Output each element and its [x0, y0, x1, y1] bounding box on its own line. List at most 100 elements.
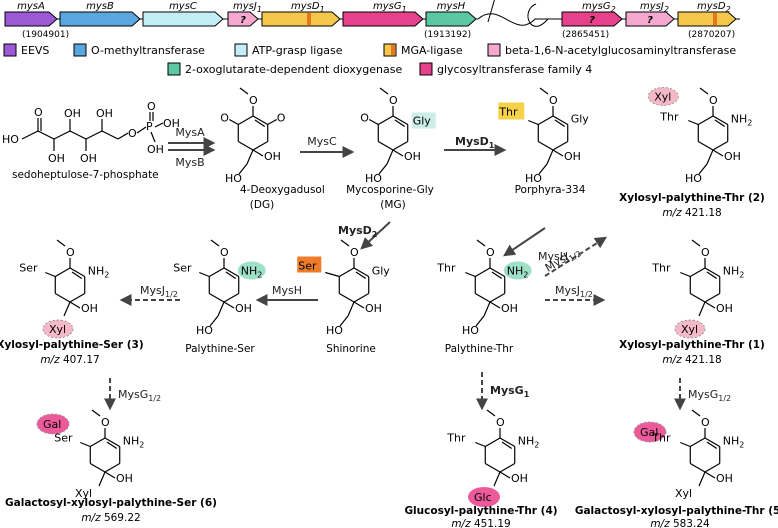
gene-label-mysG2-main: mysG: [582, 1, 611, 12]
ester-oxygen: O: [128, 127, 137, 140]
enzyme-mysG1-main: MysG: [490, 384, 524, 397]
ring-bond: [704, 462, 721, 473]
ester-bond: [117, 132, 129, 140]
enzyme-mysG-thr: MysG1/2: [688, 388, 731, 403]
enzyme-mysD2-sub: 2: [372, 230, 378, 239]
hydroxyl-label: OH: [716, 302, 733, 315]
ring-bond: [237, 140, 254, 151]
methoxy-oxygen: O: [549, 94, 558, 107]
mz-value: 583.24: [673, 518, 710, 528]
ring-bond: [89, 462, 106, 473]
gene-label-mysG2: mysG2: [582, 1, 616, 14]
ch2oh-bond: [339, 315, 349, 327]
enzyme-mysJ-thr1-sub: 1/2: [580, 290, 593, 299]
enzyme-mysG-ser-sub: 1/2: [148, 394, 161, 403]
ring-bond: [208, 267, 225, 278]
legend-swatch-atp: [234, 43, 248, 57]
methyl-bond: [379, 87, 389, 95]
amine-label-main: NH: [518, 435, 535, 448]
gene-arrow-mysB: [59, 11, 141, 27]
enzyme-mysH-thr: MysH: [538, 250, 568, 263]
methoxy-oxygen: O: [486, 246, 495, 259]
hydroxyl-label: OH: [264, 150, 281, 163]
amine-label-sub: 2: [257, 271, 262, 280]
gene-label-mysD1-main: mysD: [291, 1, 320, 12]
ring-bond: [69, 267, 86, 278]
enzyme-mysH-ser: MysH: [272, 284, 302, 297]
ring-bond: [704, 437, 721, 448]
mz-prefix: m/z: [81, 512, 104, 524]
enzyme-mysJ-thr2-sub: 1/2: [567, 249, 583, 263]
mz-gxps: m/z 569.22: [81, 512, 140, 524]
c-oh-bond: [704, 301, 716, 309]
hydroxyl-label: OH: [716, 472, 733, 485]
gal-label: Gal: [640, 426, 658, 439]
c-oh-bond: [712, 149, 724, 157]
biosynthesis-scheme: HOOOHOHOHOHOPOOHOHsedoheptulose-7-phosph…: [0, 87, 778, 528]
legend-mga-stripe: [391, 45, 395, 55]
chain-hydroxyl: OH: [80, 152, 97, 165]
gene-label-mysG1-main: mysG: [373, 1, 402, 12]
gene-label-mysA: mysA: [17, 1, 45, 12]
gene-label-mysJ2-main: mysJ: [640, 1, 664, 12]
imine-bond: [680, 271, 691, 278]
legend-swatch-oxog: [167, 62, 181, 76]
xyl-label: Xyl: [654, 91, 671, 104]
label-gxps: Galactosyl-xylosyl-palythine-Ser (6): [5, 497, 217, 509]
gal-label: Gal: [43, 418, 61, 431]
ring-bond: [377, 140, 394, 151]
ch2oh-bond: [475, 315, 485, 327]
ring-bond: [252, 140, 269, 151]
ch2-bond: [246, 149, 254, 165]
gene-label-mysD2-main: mysD: [697, 1, 726, 12]
imine-bond: [199, 271, 210, 278]
amine-label-main: NH: [88, 265, 105, 278]
arrow-mysD2: [360, 221, 391, 250]
ring-bond: [353, 292, 370, 303]
glc-label: Glc: [474, 491, 492, 504]
mz-prefix: m/z: [650, 518, 673, 528]
ch2-bond: [493, 471, 501, 487]
label-mg-abbr: (MG): [380, 199, 405, 211]
xyl-sugar: [674, 319, 706, 339]
ch2oh-bond: [238, 163, 248, 175]
ch2-bond: [98, 471, 106, 487]
phosphorus: P: [146, 120, 153, 133]
label-dg-abbr: (DG): [250, 199, 274, 211]
label-gpt: Glucosyl-palythine-Thr (4): [404, 505, 557, 517]
break-mark: [487, 0, 495, 23]
ch2oh-bond: [209, 315, 219, 327]
gly-substituent: Gly: [372, 265, 391, 278]
ring-double-bond: [706, 441, 718, 449]
imine-bond: [680, 441, 691, 448]
gly-substituent: Gly: [413, 115, 432, 128]
gene-arrow-mysH: [425, 11, 477, 27]
amine-label-sub: 2: [139, 441, 144, 450]
gene-arrow-mysA: [4, 11, 58, 27]
c-oh-bond: [104, 471, 116, 479]
gene-label-mysD2: mysD2: [697, 1, 731, 14]
mz-prefix: m/z: [662, 354, 685, 366]
methyl-bond: [539, 87, 549, 95]
ch2oh-label: HO: [365, 172, 382, 185]
ch2oh-label: HO: [462, 324, 479, 337]
amine-label-sub: 2: [104, 271, 109, 280]
ch2-bond: [386, 149, 394, 165]
ring-bond: [104, 437, 121, 448]
gene-arrow-mysD2: [677, 11, 737, 27]
chain-hydroxyl: OH: [64, 107, 81, 120]
ring-bond: [338, 292, 355, 303]
ring-bond: [237, 115, 254, 126]
gene-label-mysD1-sub: 1: [320, 5, 325, 14]
amine-label-main: NH: [723, 435, 740, 448]
amine-label: NH2: [88, 265, 110, 280]
amine-label-sub: 2: [747, 119, 752, 128]
ring-bond: [489, 292, 506, 303]
